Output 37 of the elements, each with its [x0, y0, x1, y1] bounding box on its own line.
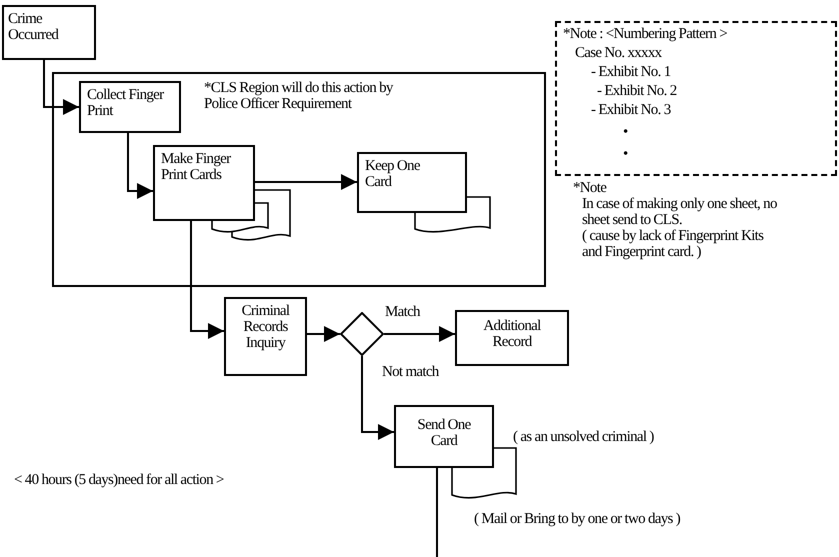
arrow: [361, 356, 394, 440]
edge-label: ( Mail or Bring to by one or two days ): [474, 511, 680, 527]
node-label: Criminal Records Inquiry: [240, 303, 291, 351]
arrow: [307, 326, 340, 342]
process-box: [224, 297, 307, 376]
node-label: Keep One Card: [365, 158, 421, 190]
node-label: - Exhibit No. 1: [591, 63, 670, 82]
note-box: [555, 21, 837, 176]
node-label: - Exhibit No. 3: [591, 101, 670, 120]
decision-diamond: [340, 312, 384, 356]
process-box: [79, 81, 181, 133]
arrow: [190, 221, 224, 339]
node-label: Crime Occurred: [8, 11, 60, 43]
arrow: [255, 174, 357, 190]
arrow: [384, 326, 455, 342]
side-note: ( as an unsolved criminal ): [513, 429, 654, 445]
node-label: •: [623, 145, 628, 164]
region-note: *CLS Region will do this action by Police Officer Requirement: [204, 80, 394, 112]
process-box: [455, 310, 569, 366]
node-label: Collect Finger Print: [87, 87, 165, 119]
connector-line: [436, 468, 438, 557]
note-text: *Note: [573, 180, 606, 196]
event-box: [2, 5, 96, 60]
arrow: [43, 60, 79, 115]
region-frame: [52, 72, 546, 287]
node-label: Additional Record: [482, 318, 542, 350]
arrow: [127, 133, 153, 199]
node-label: •: [623, 123, 628, 142]
node-label: - Exhibit No. 2: [597, 82, 676, 101]
note-text: ( cause by lack of Fingerprint Kits and Fingerprint card. ): [582, 228, 764, 260]
node-label: *Note : <Numbering Pattern >: [563, 25, 727, 44]
process-box: [394, 405, 494, 468]
note-text: < 40 hours (5 days)need for all action >: [14, 472, 224, 488]
node-label: Make Finger Print Cards: [161, 151, 232, 183]
note-text: In case of making only one sheet, no sheet send to CLS.: [582, 196, 778, 228]
node-label: Send One Card: [416, 417, 472, 449]
node-label: Case No. xxxxx: [575, 44, 662, 63]
